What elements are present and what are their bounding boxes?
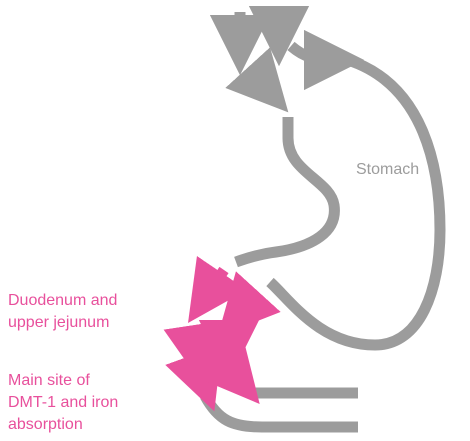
absorption-label-line: absorption (8, 414, 118, 436)
inflow-arrow-curve (291, 46, 334, 60)
duodenum-label-line: Duodenum and (8, 290, 117, 312)
stomach-inner-wall (236, 117, 334, 262)
stomach-outer-wall (270, 60, 440, 345)
duodenum-arrow-inner-3 (230, 358, 240, 381)
absorption-label-line: DMT-1 and iron (8, 392, 118, 414)
inflow-arrow-diagonal (248, 68, 268, 90)
intestine-lower-wall (205, 396, 358, 427)
duodenum-label: Duodenum and upper jejunum (8, 290, 117, 334)
food-inflow-arrows (240, 7, 334, 90)
absorption-label-line: Main site of (8, 370, 118, 392)
duodenum-flow-arrows (195, 270, 258, 383)
stomach-label: Stomach (356, 161, 419, 179)
absorption-site-label: Main site of DMT-1 and iron absorption (8, 370, 118, 436)
duodenum-label-line: upper jejunum (8, 312, 117, 334)
duodenum-arrow-outer-1 (205, 270, 224, 298)
duodenum-arrow-outer-3 (196, 344, 204, 383)
duodenum-arrow-inner-1 (238, 292, 258, 314)
